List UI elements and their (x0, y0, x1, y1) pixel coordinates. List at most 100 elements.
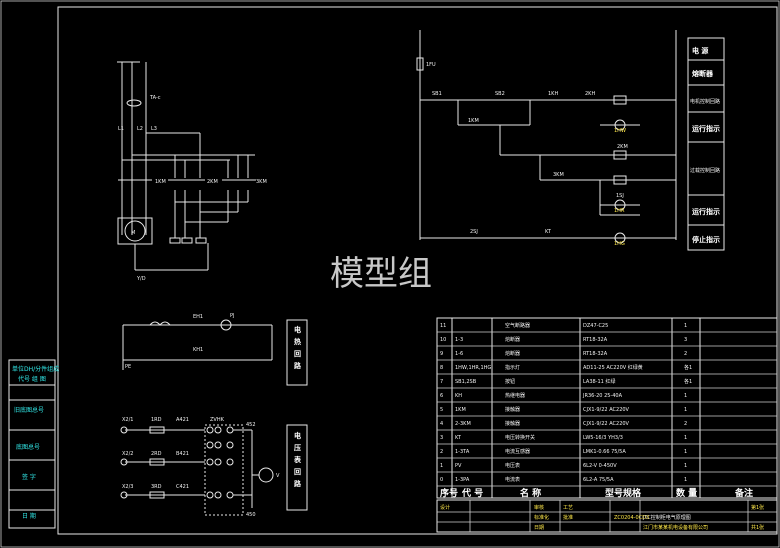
table-cell-spec: LMK1-0.66 75/5A (583, 449, 626, 455)
control-circuit: 1FU SB1 SB2 1KH 2KH 1KM 2KM 3KM 1SJ 2SJ … (416, 30, 677, 247)
meter-src-2: X2/2 (122, 451, 133, 457)
table-cell-name: 指示灯 (505, 364, 520, 371)
table-cell-code: 2-3KM (455, 421, 471, 427)
drawing-no: ZC0204-0CD3 (614, 515, 649, 521)
sheet-label: 第1张 (751, 504, 764, 511)
heater-label-pj: PJ (230, 313, 235, 319)
table-cell-no: 7 (440, 379, 443, 385)
table-cell-spec: LW5-16/3 YH3/3 (583, 435, 623, 441)
table-cell-no: 4 (440, 421, 443, 427)
heater-label-pe: PE (125, 364, 131, 370)
table-cell-spec: AD11-25 AC220V 红绿黄 (583, 364, 643, 371)
table-cell-no: 2 (440, 449, 443, 455)
table-cell-qty: 2 (684, 421, 687, 427)
table-header-no: 序号 (440, 487, 458, 499)
title-cell-2: 审核 (534, 504, 544, 511)
table-cell-code: KT (455, 435, 462, 441)
table-header-spec: 型号规格 (605, 487, 642, 499)
left-strip-label-3: 旧底图总号 (14, 406, 44, 414)
table-cell-name: 电压转换开关 (505, 434, 535, 441)
table-cell-spec: RT18-32A (583, 337, 608, 343)
meter-circuit: X2/1 X2/2 X2/3 1RD 2RD 3RD A421 B421 C42… (120, 417, 308, 518)
table-cell-name: 接触器 (505, 406, 520, 413)
heater-label-eh1: EH1 (193, 314, 203, 320)
right-panel-label-7: 停止指示 (692, 235, 720, 244)
power-label-2km: 2KM (207, 179, 218, 185)
table-cell-qty: 1 (684, 393, 687, 399)
ctrl-label-1hr: 1HR (614, 208, 625, 214)
table-cell-no: 6 (440, 393, 443, 399)
table-cell-qty: 1 (684, 323, 687, 329)
table-cell-qty: 1 (684, 477, 687, 483)
table-cell-code: 1HW,1HR,1HG (455, 365, 491, 371)
watermark: 模型组 (330, 254, 432, 294)
left-strip-label-5: 签 字 (22, 473, 36, 481)
table-cell-name: 熔断器 (505, 350, 520, 357)
power-label-l3: L3 (151, 126, 157, 132)
title-block: 设计 审核 工艺 标准化 批准 日期 JTC控制柜电气原理图 江门市某某机电设备… (436, 499, 778, 533)
ctrl-label-kt: KT (545, 229, 552, 235)
ctrl-label-1fu: 1FU (426, 62, 436, 68)
right-panel-label-3: 电机控制回路 (690, 98, 720, 105)
drawing-title: JTC控制柜电气原理图 (642, 514, 691, 521)
left-strip-label-6: 日 期 (22, 512, 36, 520)
meter-fuse-2: 2RD (151, 451, 162, 457)
ctrl-label-1km: 1KM (468, 118, 479, 124)
meter-wire-1: A421 (176, 417, 189, 423)
table-cell-no: 8 (440, 365, 443, 371)
meter-label-452: 452 (246, 422, 256, 428)
table-header-note: 备注 (734, 487, 753, 499)
table-cell-spec: CJX1-9/22 AC220V (583, 421, 630, 427)
table-cell-spec: LA38-11 红绿 (583, 378, 615, 385)
table-cell-no: 1 (440, 463, 443, 469)
title-cell-1: 设计 (440, 504, 450, 511)
power-label-yd: Y/D (136, 276, 146, 282)
table-cell-code: PV (455, 463, 462, 469)
table-cell-no: 5 (440, 407, 443, 413)
table-cell-qty: 1 (684, 435, 687, 441)
heater-label-kh1: KH1 (193, 347, 203, 353)
ctrl-label-2sj: 2SJ (470, 229, 478, 235)
left-strip-label-1: 单位DH/分件组成 (12, 365, 59, 373)
table-cell-code: 1KM (455, 407, 466, 413)
total-label: 共1张 (751, 524, 764, 531)
meter-fuse-1: 1RD (151, 417, 162, 423)
right-panel-label-6: 运行指示 (692, 207, 720, 216)
right-panel-label-4: 运行指示 (692, 124, 720, 133)
meter-fuse-3: 3RD (151, 484, 162, 490)
meter-side-label: 电压表回路 (293, 431, 302, 488)
title-cell-5: 批准 (563, 514, 573, 521)
table-cell-qty: 1 (684, 407, 687, 413)
table-cell-no: 3 (440, 435, 443, 441)
right-panel-label-5: 过载控制回路 (690, 167, 720, 174)
right-panel-label-1: 电 源 (692, 46, 708, 55)
title-cell-4: 标准化 (534, 514, 549, 521)
table-header-code: 代 号 (461, 487, 483, 499)
table-cell-name: 热继电器 (505, 392, 525, 399)
ctrl-label-2km: 2KM (617, 144, 628, 150)
ctrl-label-1kh: 1KH (548, 91, 558, 97)
inner-frame (57, 6, 778, 535)
title-cell-3: 工艺 (563, 505, 573, 511)
table-cell-name: 电压表 (505, 462, 520, 469)
table-cell-name: 电流互感器 (505, 448, 530, 455)
table-cell-name: 空气断路器 (505, 322, 530, 329)
meter-src-3: X2/3 (122, 484, 133, 490)
company-name: 江门市某某机电设备有限公司 (643, 524, 708, 531)
ctrl-label-3km: 3KM (553, 172, 564, 178)
table-cell-qty: 3 (684, 337, 687, 343)
ctrl-label-1hw: 1HW (614, 128, 626, 134)
meter-wire-3: C421 (176, 484, 189, 490)
ctrl-label-1sj: 1SJ (616, 193, 624, 199)
right-panel-label-2: 熔断器 (692, 69, 714, 78)
left-strip-label-4: 底图总号 (16, 443, 40, 451)
power-label-1km: 1KM (155, 179, 166, 185)
table-cell-no: 10 (440, 337, 446, 343)
table-header-qty: 数 量 (676, 487, 697, 499)
table-cell-qty: 各1 (684, 378, 692, 385)
power-circuit: TA-c L1 L2 L3 1KM 2KM 3KM (117, 61, 267, 282)
table-cell-no: 11 (440, 323, 446, 329)
